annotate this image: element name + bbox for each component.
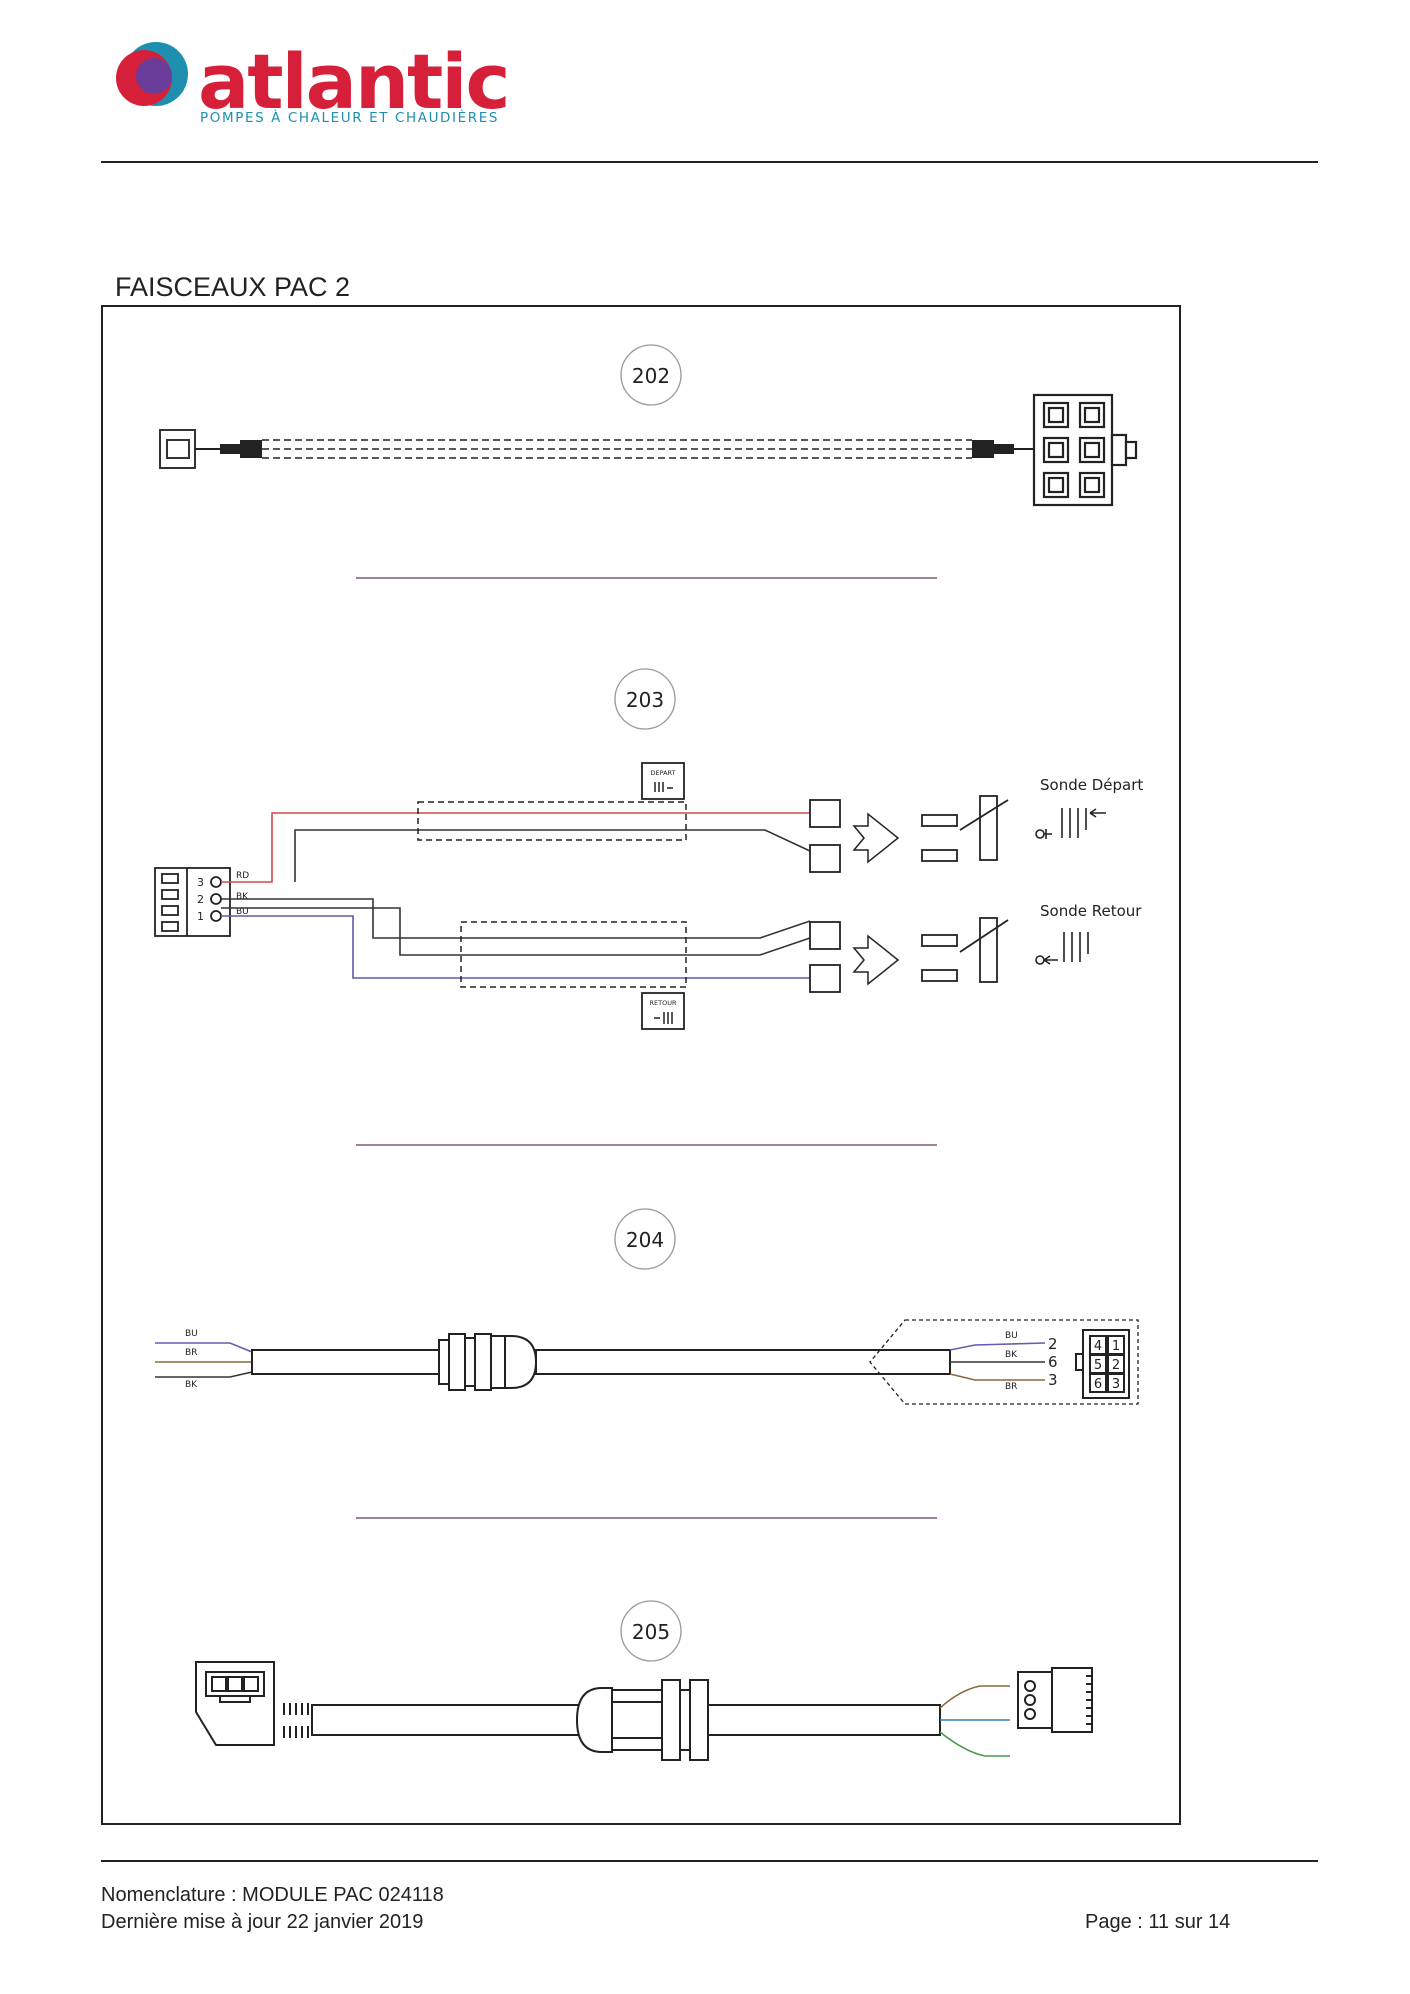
wire-label-bk: BK xyxy=(236,892,249,902)
ref-bubble-202 xyxy=(620,344,682,406)
cell-6: 6 xyxy=(1094,1377,1102,1392)
ref-bubble-204 xyxy=(614,1208,676,1270)
wire-label-bu: BU xyxy=(236,907,249,917)
harness-205: 205 xyxy=(195,1600,1093,1761)
cable-right-205 xyxy=(707,1704,941,1736)
gland-205 xyxy=(575,1679,709,1761)
connector-6pin-204 xyxy=(1075,1329,1130,1399)
wire-label-left-bu: BU xyxy=(185,1329,198,1339)
ref-label-205: 205 xyxy=(632,1620,670,1644)
wire-right-brown xyxy=(949,1373,1045,1381)
footer-update-date: Dernière mise à jour 22 janvier 2019 xyxy=(101,1911,424,1933)
sonde-depart-icon xyxy=(1035,808,1106,839)
logo-tagline: POMPES À CHALEUR ET CHAUDIÈRES xyxy=(200,110,500,126)
cell-4: 4 xyxy=(1094,1339,1102,1354)
footer-page-number: Page : 11 sur 14 xyxy=(1085,1911,1231,1933)
wire-blue xyxy=(221,915,810,979)
tag-retour-text: RETOUR xyxy=(650,999,677,1007)
wire-left-blue xyxy=(155,1342,253,1353)
ref-label-203: 203 xyxy=(626,688,664,712)
terminals-203 xyxy=(809,799,841,993)
harness-204: 204 BU BR BK BU BK BR 2 6 3 xyxy=(155,1208,1139,1405)
pin-label-1: 1 xyxy=(197,910,204,923)
wire-205-green xyxy=(939,1731,1010,1757)
wire-black-retour-b xyxy=(221,907,811,956)
label-sonde-retour: Sonde Retour xyxy=(1040,902,1142,920)
footer-nomenclature: Nomenclature : MODULE PAC 024118 xyxy=(101,1884,444,1906)
harness-202: 202 xyxy=(159,344,1138,507)
gland-204 xyxy=(438,1333,538,1391)
atlantic-logo-mark xyxy=(116,42,188,106)
harness-203: 203 3 2 1 RD BK BU DEPART xyxy=(154,668,1143,1030)
cell-3: 3 xyxy=(1112,1377,1120,1392)
label-sonde-depart: Sonde Départ xyxy=(1040,776,1143,794)
wire-black-retour-a xyxy=(221,898,811,939)
terminal-block-203 xyxy=(154,867,231,937)
wire-red xyxy=(221,812,810,883)
wire-label-right-bk: BK xyxy=(1005,1350,1018,1360)
pin-label-2: 2 xyxy=(197,893,204,906)
pin-number-3: 3 xyxy=(1048,1371,1058,1389)
sleeve-depart xyxy=(417,801,687,841)
logo-wordmark: atlantic xyxy=(198,37,510,126)
ref-label-202: 202 xyxy=(632,364,670,388)
cable-left-204 xyxy=(251,1349,440,1375)
cable-left-205 xyxy=(311,1704,591,1736)
ref-bubble-203 xyxy=(614,668,676,730)
wire-205-brown xyxy=(939,1685,1010,1709)
tag-retour: RETOUR xyxy=(641,992,685,1030)
cable-right-204 xyxy=(535,1349,951,1375)
cell-2: 2 xyxy=(1112,1358,1120,1373)
section-title: FAISCEAUX PAC 2 xyxy=(115,272,351,302)
pin-number-6: 6 xyxy=(1048,1353,1058,1371)
footer-divider xyxy=(101,1860,1318,1862)
crimp-left xyxy=(220,444,240,454)
connector-angled-205 xyxy=(195,1661,309,1746)
wire-label-right-bu: BU xyxy=(1005,1331,1018,1341)
arrow-depart-icon xyxy=(852,812,900,864)
tag-depart-text: DEPART xyxy=(650,769,675,777)
sleeve-end-right xyxy=(972,440,994,458)
connector-6pin-202 xyxy=(1032,393,1138,507)
drawing-frame xyxy=(101,305,1181,1825)
sleeve-end-left xyxy=(240,440,262,458)
connector-terminal-205 xyxy=(1017,1667,1093,1733)
connector-left-202 xyxy=(159,429,196,469)
wire-black-depart xyxy=(294,829,811,882)
sleeve-retour xyxy=(460,921,687,988)
tag-depart: DEPART xyxy=(641,762,685,800)
probe-retour xyxy=(921,917,1009,983)
probe-depart xyxy=(921,795,1009,862)
arrow-retour-icon xyxy=(852,934,900,986)
wire-label-right-br: BR xyxy=(1005,1382,1017,1392)
wire-label-left-bk: BK xyxy=(185,1380,198,1390)
sonde-retour-icon xyxy=(1035,932,1089,965)
pin-number-2: 2 xyxy=(1048,1335,1058,1353)
wire-label-left-br: BR xyxy=(185,1348,197,1358)
cell-1: 1 xyxy=(1112,1339,1120,1354)
cell-5: 5 xyxy=(1094,1358,1102,1373)
cable-sheath-202 xyxy=(262,439,972,459)
pin-label-3: 3 xyxy=(197,876,204,889)
ref-bubble-205 xyxy=(620,1600,682,1662)
wire-right-blue xyxy=(949,1342,1046,1351)
wire-label-rd: RD xyxy=(236,871,249,881)
wire-left-black xyxy=(155,1371,253,1378)
header-divider xyxy=(101,161,1318,163)
ref-label-204: 204 xyxy=(626,1228,664,1252)
crimp-right xyxy=(994,444,1014,454)
